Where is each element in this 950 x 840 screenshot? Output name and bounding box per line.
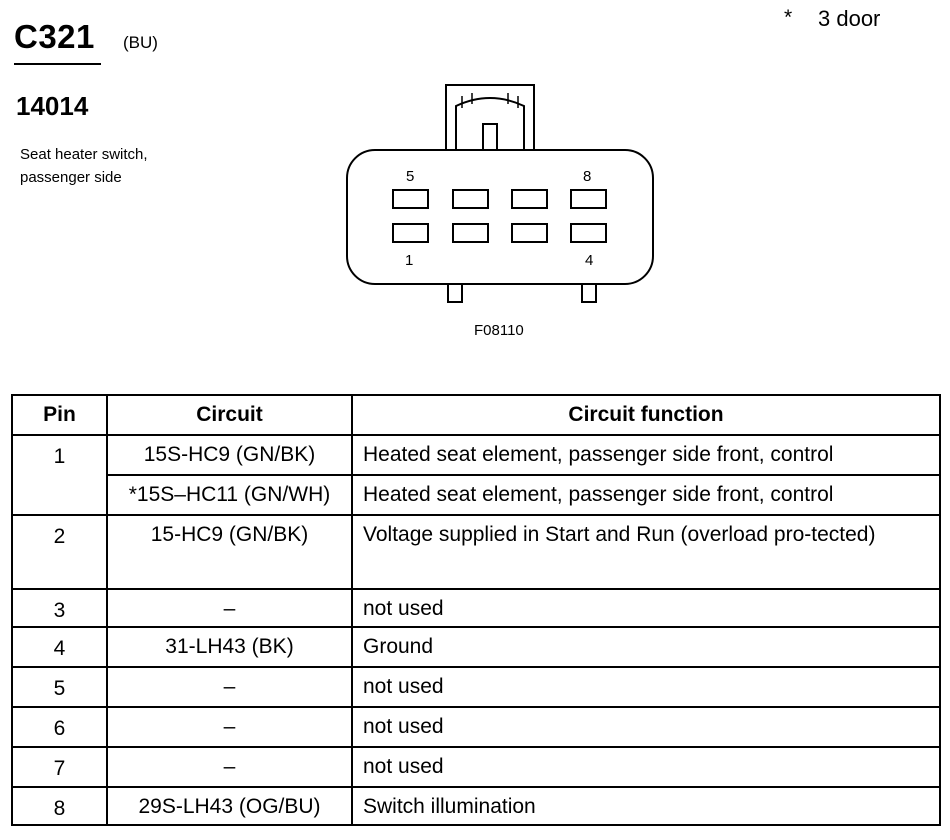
table-row: 7 – not used [11, 746, 941, 788]
circuit-cell: 15S-HC9 (GN/BK) [106, 434, 353, 476]
table-row: 4 31-LH43 (BK) Ground [11, 626, 941, 668]
terminal-cavity [570, 223, 607, 243]
circuit-cell: – [106, 666, 353, 708]
pin-label-5: 5 [406, 168, 414, 185]
table-row: 3 – not used [11, 588, 941, 628]
circuit-cell: 31-LH43 (BK) [106, 626, 353, 668]
circuit-cell: *15S–HC11 (GN/WH) [106, 474, 353, 516]
connector-id: C321 [14, 18, 95, 55]
connector-diagram: 5 8 1 4 [346, 84, 654, 303]
circuit-cell: – [106, 588, 353, 628]
pin-table: Pin Circuit Circuit function 1 15S-HC9 (… [11, 394, 941, 826]
figure-code: F08110 [474, 322, 524, 339]
table-row: 1 15S-HC9 (GN/BK) Heated seat element, p… [11, 434, 941, 516]
function-cell: not used [351, 666, 941, 708]
function-cell: not used [351, 588, 941, 628]
part-number: 14014 [16, 91, 89, 121]
table-row: 8 29S-LH43 (OG/BU) Switch illumination [11, 786, 941, 826]
pin-label-8: 8 [583, 168, 591, 185]
table-header-row: Pin Circuit Circuit function [11, 394, 941, 436]
description-line-1: Seat heater switch, [20, 146, 148, 163]
function-cell: Switch illumination [351, 786, 941, 826]
table-row: 2 15-HC9 (GN/BK) Voltage supplied in Sta… [11, 514, 941, 590]
connector-body [346, 149, 654, 285]
circuit-cell: – [106, 746, 353, 788]
header-pin: Pin [11, 394, 108, 436]
description-line-2: passenger side [20, 169, 122, 186]
function-cell: Ground [351, 626, 941, 668]
pin-cell: 7 [11, 746, 108, 788]
connector-peg-left [447, 283, 463, 303]
header-circuit-function: Circuit function [351, 394, 941, 436]
table-row: *15S–HC11 (GN/WH) Heated seat element, p… [12, 474, 941, 516]
latch-tab [482, 123, 498, 151]
function-cell: not used [351, 706, 941, 748]
pin-cell: 1 [11, 434, 108, 516]
table-row: 6 – not used [11, 706, 941, 748]
terminal-cavity [392, 223, 429, 243]
pin-cell: 4 [11, 626, 108, 668]
connector-id-underline [14, 63, 101, 65]
note-symbol: * [784, 6, 793, 29]
function-cell: Heated seat element, passenger side fron… [351, 474, 941, 516]
function-cell: Voltage supplied in Start and Run (overl… [351, 514, 941, 590]
header-circuit: Circuit [106, 394, 353, 436]
note-text: 3 door [818, 6, 881, 31]
terminal-cavity [570, 189, 607, 209]
connector-latch [445, 84, 535, 150]
connector-latch-inner [455, 97, 525, 150]
terminal-cavity [452, 189, 489, 209]
latch-ribs [461, 93, 519, 108]
pin-label-1: 1 [405, 252, 413, 269]
terminal-cavity [511, 223, 548, 243]
pin-cell: 6 [11, 706, 108, 748]
circuit-cell: – [106, 706, 353, 748]
function-cell: Heated seat element, passenger side fron… [351, 434, 941, 476]
terminal-cavity [452, 223, 489, 243]
terminal-cavity [392, 189, 429, 209]
pin-cell: 5 [11, 666, 108, 708]
pin-label-4: 4 [585, 252, 593, 269]
function-cell: not used [351, 746, 941, 788]
circuit-cell: 15-HC9 (GN/BK) [106, 514, 353, 590]
connector-peg-right [581, 283, 597, 303]
pin-cell: 2 [11, 514, 108, 590]
table-row: 5 – not used [11, 666, 941, 708]
pin-cell: 3 [11, 588, 108, 628]
circuit-cell: 29S-LH43 (OG/BU) [106, 786, 353, 826]
terminal-cavity [511, 189, 548, 209]
color-code: (BU) [123, 33, 158, 52]
pin-cell: 8 [11, 786, 108, 826]
